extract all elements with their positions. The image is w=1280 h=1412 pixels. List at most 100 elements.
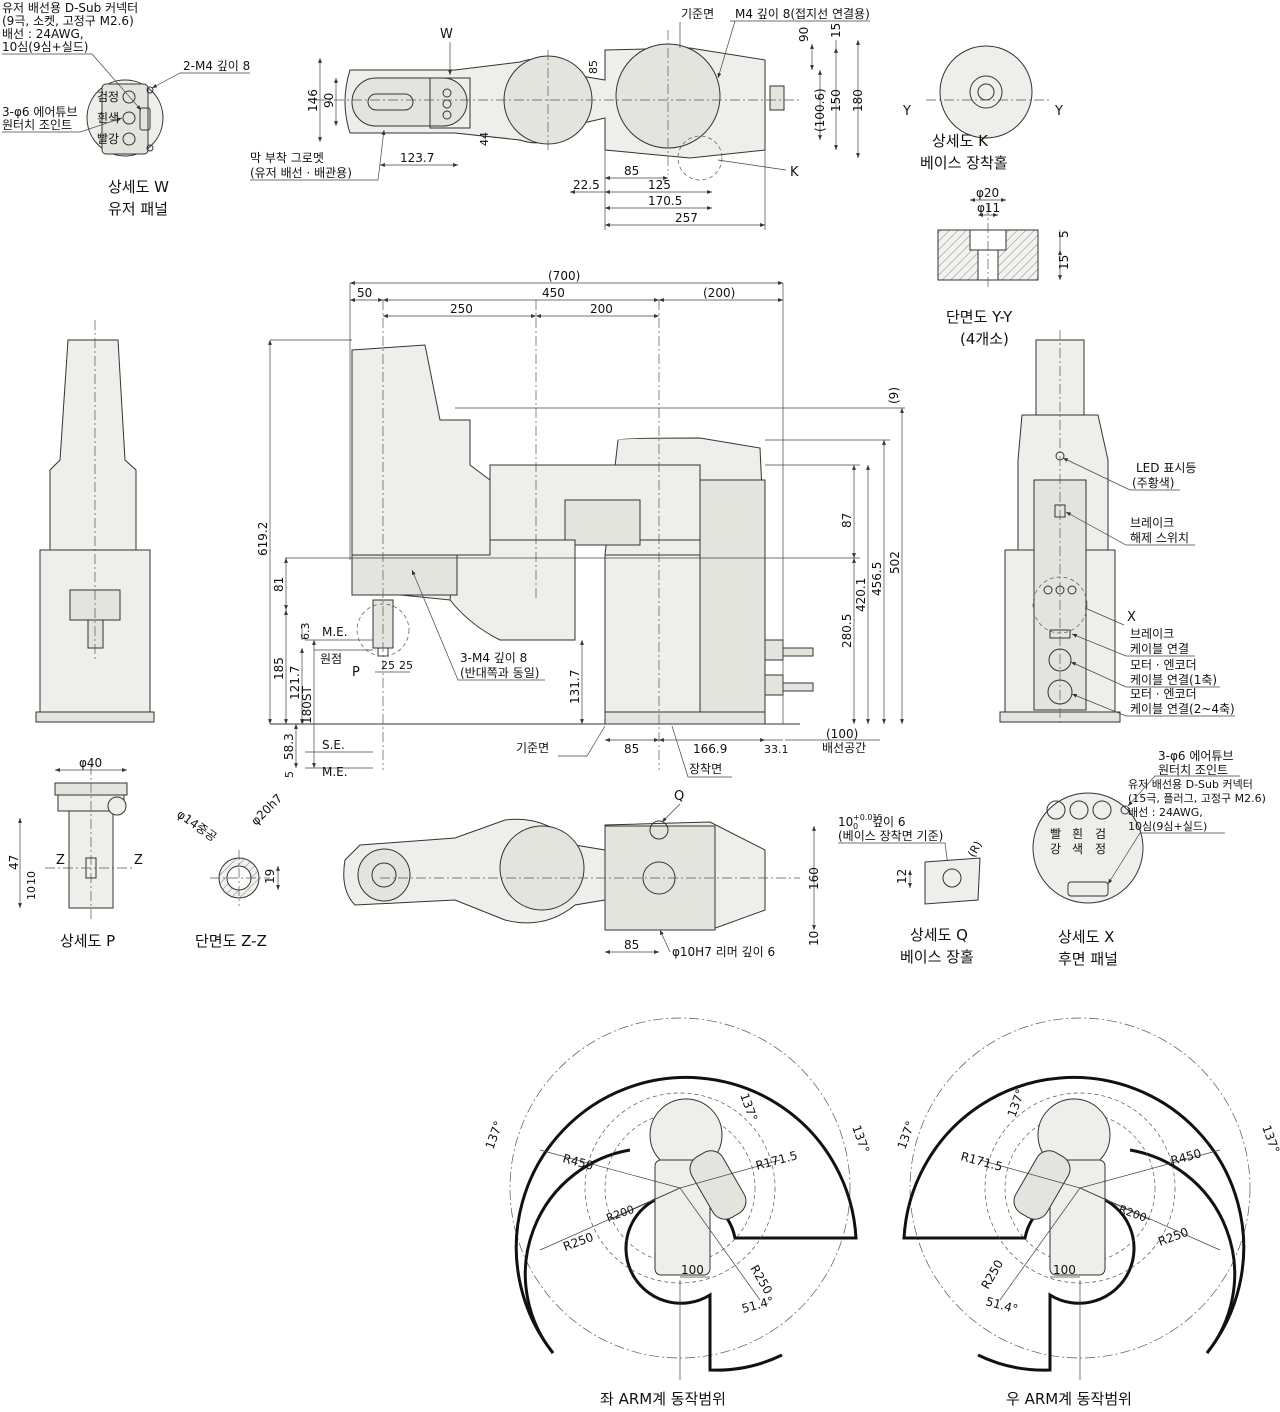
reamer-note: φ10H7 리머 깊이 6 — [672, 945, 775, 959]
x-dsub-note-1: 유저 배선용 D-Sub 커넥터 — [1128, 778, 1253, 791]
dsub9-note-line3: 배선 : 24AWG, — [2, 27, 84, 41]
view-letter-q: Q — [674, 789, 684, 804]
mount-face-label: 장착면 — [689, 762, 722, 776]
dim-123-7: 123.7 — [400, 151, 434, 165]
detail-x-title-1: 상세도 X — [1058, 928, 1114, 946]
la-100: 100 — [681, 1263, 704, 1277]
p-z-left: Z — [56, 853, 65, 868]
la-r450: R450 — [561, 1151, 595, 1173]
left-arm-range: 137° 137° 137° R450 R171.5 R200 R250 R25… — [483, 1017, 872, 1408]
p-10-a: 10 — [25, 886, 38, 900]
detail-k-title-1: 상세도 K — [932, 132, 989, 150]
detail-k-title-2: 베이스 장착홀 — [920, 154, 1008, 172]
dim-44: 44 — [478, 132, 491, 146]
led-note-2: (주황색) — [1132, 476, 1174, 490]
q-note-depth: 깊이 6 — [872, 815, 906, 829]
la-r250-left: R250 — [561, 1230, 595, 1254]
k-y-right: Y — [1054, 104, 1063, 119]
dim-200-paren: (200) — [703, 286, 735, 300]
front-view: (700) 50 450 (200) 250 200 (9) 87 420.1 … — [256, 269, 905, 779]
detail-q-title-1: 상세도 Q — [910, 926, 968, 944]
dim-170-5: 170.5 — [648, 194, 682, 208]
motor-enc24-note-2: 케이블 연결(2~4축) — [1130, 702, 1235, 716]
motor-enc1-note-1: 모터 · 엔코더 — [1130, 658, 1197, 672]
yy-15: 15 — [1057, 255, 1071, 270]
dim-15-top: 15 — [829, 23, 843, 38]
top-view: W K 기준면 M4 깊이 8(접지선 연결용) 146 90 123.7 44… — [250, 7, 870, 230]
view-letter-p: P — [352, 665, 360, 680]
dim-100-paren: (100) — [826, 727, 858, 741]
x-air-note-2: 원터치 조인트 — [1158, 763, 1228, 777]
datum-face-top: 기준면 — [681, 7, 714, 21]
dim-85-top: 85 — [624, 164, 639, 178]
section-zz: φ14중공 φ20h7 19 단면도 Z-Z — [174, 791, 285, 950]
dim-280-5: 280.5 — [840, 614, 854, 648]
cable-space-label: 배선공간 — [822, 741, 866, 755]
dim-100-6: (100.6) — [813, 88, 827, 132]
dsub9-note-line1: 유저 배선용 D-Sub 커넥터 — [2, 1, 138, 15]
m4-3-note-1: 3-M4 깊이 8 — [460, 651, 527, 665]
zz-shaft: φ20h7 — [248, 791, 285, 828]
zz-19: 19 — [263, 869, 277, 884]
dim-85-small: 85 — [587, 60, 600, 74]
detail-w-title-1: 상세도 W — [108, 178, 169, 196]
me-label-bottom: M.E. — [322, 765, 348, 779]
dim-90-left: 90 — [322, 93, 336, 108]
dim-6-3: 6.3 — [299, 623, 312, 641]
bottom-160: 160 — [807, 867, 821, 890]
view-letter-x: X — [1127, 610, 1136, 625]
dim-81: 81 — [272, 577, 286, 592]
dim-125: 125 — [648, 178, 671, 192]
p-z-right: Z — [134, 853, 143, 868]
m4-ground-note: M4 깊이 8(접지선 연결용) — [735, 7, 870, 21]
la-137-inner: 137° — [737, 1091, 760, 1123]
ra-r200: R200 — [1117, 1203, 1148, 1225]
dsub9-note-line4: 10심(9심+실드) — [2, 40, 88, 54]
right-arm-range: 137° 137° 137° R450 R171.5 R200 R250 R25… — [895, 1017, 1280, 1408]
x-air-note-1: 3-φ6 에어튜브 — [1158, 749, 1234, 763]
motor-enc1-note-2: 케이블 연결(1축) — [1130, 673, 1217, 687]
dim-450: 450 — [542, 286, 565, 300]
yy-5: 5 — [1057, 230, 1071, 238]
dim-50: 50 — [357, 286, 372, 300]
q-note-tol-lower: 0 — [853, 822, 858, 831]
x-dsub-note-4: 10심(9심+실드) — [1128, 820, 1207, 833]
ra-r450: R450 — [1169, 1146, 1203, 1168]
ra-r171: R171.5 — [959, 1149, 1004, 1174]
view-letter-w: W — [440, 27, 453, 42]
dim-90-right: 90 — [797, 27, 811, 42]
air-tube-note-w-line2: 원터치 조인트 — [2, 118, 72, 132]
dim-185: 185 — [272, 657, 286, 680]
q-12: 12 — [895, 869, 909, 884]
ra-100: 100 — [1053, 1263, 1076, 1277]
p-phi40: φ40 — [79, 756, 102, 770]
dim-85-front: 85 — [624, 742, 639, 756]
dim-700: (700) — [548, 269, 580, 283]
bottom-85: 85 — [624, 938, 639, 952]
x-color-black-2: 정 — [1095, 842, 1106, 856]
datum-face-front: 기준면 — [516, 741, 549, 755]
tube-color-black: 검정 — [97, 90, 119, 104]
section-yy-title-2: (4개소) — [960, 330, 1009, 348]
zz-hollow: φ14중공 — [174, 807, 219, 844]
dim-22-5: 22.5 — [573, 178, 600, 192]
x-dsub-note-3: 배선 : 24AWG, — [1128, 806, 1203, 819]
motor-enc24-note-1: 모터 · 엔코더 — [1130, 687, 1197, 701]
se-label: S.E. — [322, 738, 345, 752]
section-yy-title-1: 단면도 Y-Y — [946, 308, 1013, 326]
q-note-base: (베이스 장착면 기준) — [838, 829, 943, 843]
dim-420-1: 420.1 — [854, 578, 868, 612]
x-color-red-1: 빨 — [1050, 827, 1061, 841]
detail-w: 유저 배선용 D-Sub 커넥터 (9극, 소켓, 고정구 M2.6) 배선 :… — [2, 1, 250, 218]
origin-label: 원점 — [320, 652, 342, 666]
q-r-label: (R) — [965, 839, 984, 860]
brake-release-note-2: 해제 스위치 — [1130, 531, 1189, 545]
ra-51-4: 51.4° — [984, 1294, 1019, 1316]
ra-r250-right: R250 — [1156, 1225, 1190, 1249]
dim-200: 200 — [590, 302, 613, 316]
k-y-left: Y — [902, 104, 911, 119]
dim-250: 250 — [450, 302, 473, 316]
la-51-4: 51.4° — [740, 1294, 775, 1316]
detail-p: φ40 47 10 10 Z Z 상세도 P — [7, 756, 143, 950]
